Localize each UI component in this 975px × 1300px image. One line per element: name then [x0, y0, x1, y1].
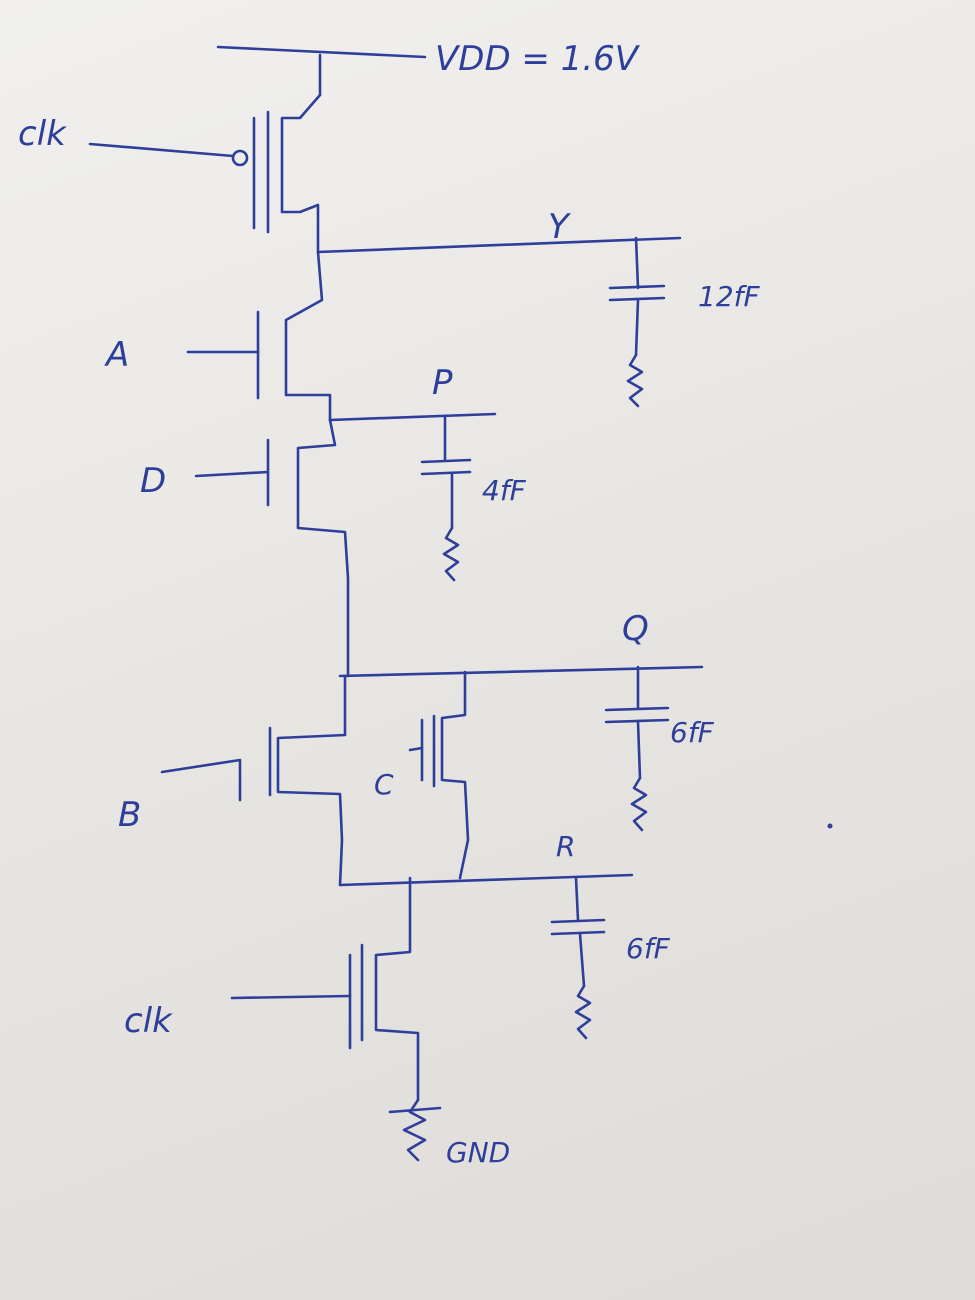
- nmos-d-transistor: [194, 418, 350, 678]
- node-p-wire: [328, 412, 497, 422]
- input-c-label: C: [374, 768, 394, 801]
- ground-symbol-p: [442, 526, 460, 582]
- capacitor-y: [608, 236, 666, 357]
- input-d-label: D: [140, 461, 166, 501]
- pmos-precharge-transistor: [88, 93, 322, 254]
- pmos-bubble: [231, 149, 249, 167]
- vdd-rail: [216, 45, 427, 97]
- nmos-b-transistor: [160, 674, 347, 887]
- clk-top-label: clk: [18, 114, 67, 154]
- node-q-wire: [338, 665, 704, 678]
- cap-p-value: 4fF: [482, 474, 527, 507]
- node-y-label: Y: [548, 207, 571, 247]
- capacitor-q: [604, 665, 670, 780]
- nmos-c-transistor: [408, 670, 470, 880]
- nmos-clk-footer-transistor: [230, 876, 420, 1102]
- gnd-label: GND: [446, 1136, 510, 1169]
- node-q-label: Q: [622, 609, 649, 649]
- vdd-label: VDD = 1.6V: [435, 39, 641, 79]
- ground-symbol-r: [574, 984, 592, 1040]
- input-b-label: B: [118, 795, 141, 835]
- node-p-label: P: [432, 363, 453, 403]
- clk-bottom-label: clk: [124, 1001, 173, 1041]
- ink-dot: [827, 823, 833, 829]
- cap-r-value: 6fF: [626, 932, 671, 965]
- capacitor-r: [550, 876, 606, 988]
- cap-y-value: 12fF: [698, 280, 760, 313]
- ground-symbol-main: [388, 1098, 442, 1162]
- node-r-label: R: [556, 830, 575, 863]
- cap-q-value: 6fF: [670, 716, 715, 749]
- capacitor-p: [420, 414, 472, 530]
- node-y-wire: [316, 236, 682, 254]
- input-a-label: A: [104, 335, 129, 375]
- ground-symbol-y: [626, 353, 644, 408]
- node-r-wire: [338, 873, 634, 887]
- ground-symbol-q: [630, 776, 648, 832]
- nmos-a-transistor: [186, 250, 332, 422]
